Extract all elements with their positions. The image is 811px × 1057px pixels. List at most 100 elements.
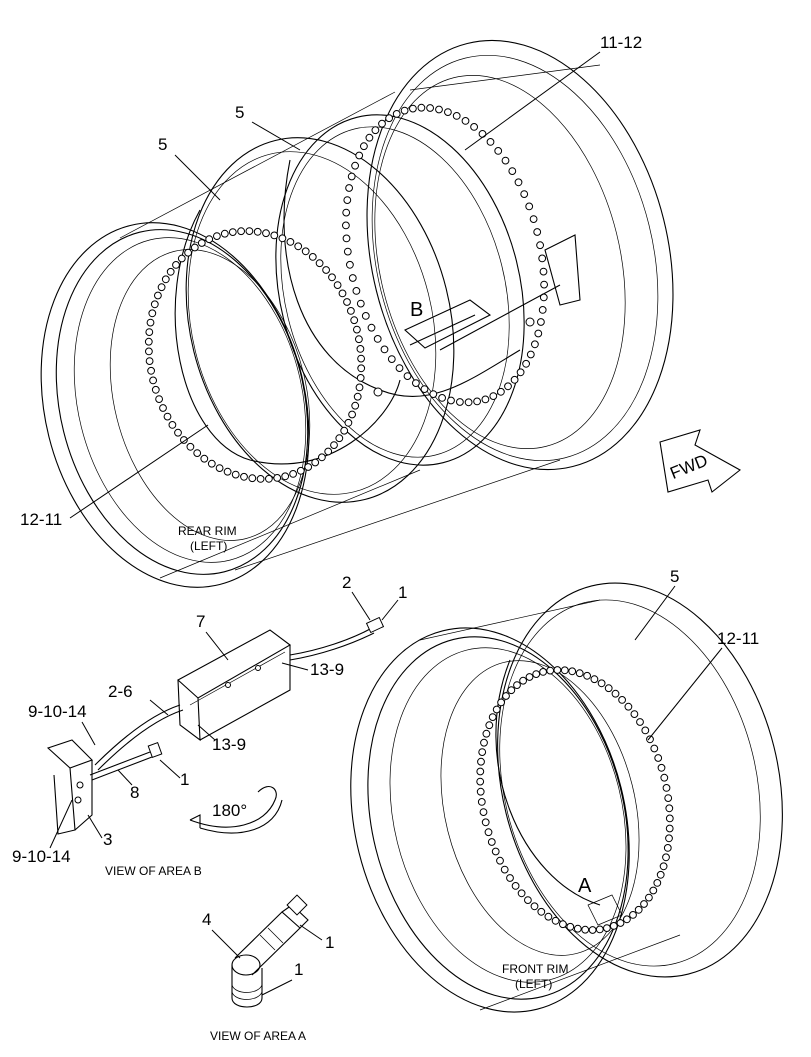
- wheel-stud: [231, 470, 240, 479]
- wheel-stud: [478, 130, 487, 138]
- wheel-stud: [456, 398, 464, 406]
- wheel-stud: [507, 686, 516, 695]
- wheel-stud: [356, 345, 365, 353]
- wheel-stud: [520, 190, 529, 199]
- wheel-stud: [347, 307, 355, 315]
- wheel-stud: [166, 267, 175, 276]
- wheel-stud: [373, 335, 382, 343]
- wheel-stud: [149, 376, 158, 385]
- callout-1-a-top: 1: [325, 933, 334, 952]
- wheel-stud: [301, 247, 310, 256]
- wheel-stud: [513, 681, 521, 689]
- wheel-stud: [193, 449, 202, 458]
- rear-rim-label: REAR RIM: [178, 524, 237, 538]
- wheel-stud: [525, 202, 534, 211]
- wheel-stud: [403, 372, 412, 381]
- callout-1-top: 1: [398, 583, 407, 602]
- wheel-stud: [476, 777, 485, 786]
- wheel-stud: [340, 426, 349, 435]
- wheel-stud: [464, 398, 473, 407]
- wheel-stud: [522, 359, 530, 368]
- wheel-stud: [546, 666, 555, 675]
- wheel-stud: [484, 828, 493, 837]
- wheel-stud: [322, 266, 331, 274]
- wheel-stud: [154, 291, 162, 300]
- wheel-stud: [273, 474, 282, 482]
- wheel-stud: [624, 702, 633, 711]
- wheel-stud: [150, 300, 159, 309]
- wheel-stud: [559, 920, 567, 929]
- wheel-stud: [492, 705, 501, 714]
- wheel-stud: [367, 323, 376, 332]
- wheel-stud: [539, 267, 548, 276]
- callout-13-9-a: 13-9: [310, 660, 344, 679]
- wheel-stud: [533, 228, 542, 236]
- wheel-stud: [253, 227, 262, 236]
- wheel-stud: [491, 847, 500, 856]
- wheel-stud: [447, 396, 455, 405]
- wheel-stud: [595, 925, 604, 934]
- wheel-stud: [342, 221, 350, 230]
- wheel-stud: [328, 273, 336, 282]
- wheel-stud: [640, 900, 648, 908]
- wheel-stud: [159, 404, 167, 412]
- wheel-stud: [616, 919, 625, 927]
- forward-arrow-icon: FWD: [659, 429, 741, 493]
- wheel-stud: [223, 467, 232, 476]
- wheel-stud: [146, 318, 155, 327]
- wheel-stud: [347, 172, 356, 181]
- wheel-stud: [481, 818, 490, 827]
- wheel-stud: [200, 454, 209, 463]
- wheel-stud: [360, 142, 368, 151]
- callout-1-a-bottom: 1: [294, 960, 303, 979]
- wheel-stud: [476, 767, 485, 776]
- wheel-stud: [205, 235, 214, 244]
- wheel-stud: [296, 466, 305, 475]
- wheel-stud: [151, 385, 160, 394]
- wheel-stud: [177, 254, 186, 263]
- wheel-stud: [161, 275, 170, 284]
- wheel-stud: [477, 757, 485, 766]
- rear-rim-side-label: (LEFT): [190, 539, 227, 553]
- wheel-stud: [568, 667, 577, 676]
- wheel-stud: [659, 862, 668, 871]
- forward-label: FWD: [667, 451, 710, 483]
- wheel-stud: [355, 151, 364, 160]
- wheel-stud: [145, 357, 154, 366]
- wheel-stud: [508, 167, 517, 176]
- wheel-stud: [172, 261, 180, 269]
- wheel-stud: [540, 280, 548, 289]
- wheel-stud: [482, 729, 491, 738]
- wheel-stud: [342, 234, 351, 243]
- wheel-stud: [634, 905, 643, 914]
- wheel-stud: [538, 306, 547, 314]
- callout-2-6: 2-6: [108, 682, 133, 701]
- wheel-stud: [560, 666, 569, 675]
- wheel-stud: [343, 247, 352, 256]
- view-area-a: [231, 894, 309, 1008]
- wheel-stud: [145, 328, 154, 337]
- wheel-stud: [489, 392, 498, 401]
- wheel-stud: [147, 366, 156, 375]
- wheel-stud: [618, 696, 626, 704]
- wheel-stud: [345, 184, 354, 192]
- wheel-stud: [470, 123, 479, 131]
- callout-2: 2: [342, 573, 351, 592]
- wheel-stud: [155, 395, 164, 404]
- wheel-stud: [207, 459, 216, 468]
- stud-ring-front-rim: [476, 666, 674, 934]
- wheel-stud: [497, 387, 505, 396]
- wheel-stud: [380, 345, 389, 354]
- wheel-stud: [502, 692, 510, 700]
- wheel-stud: [338, 289, 347, 298]
- wheel-stud: [452, 112, 461, 120]
- wheel-stud: [344, 418, 353, 427]
- wheel-stud: [262, 229, 270, 238]
- wheel-stud: [487, 838, 496, 846]
- wheel-stud: [461, 117, 470, 125]
- wheel-stud: [500, 865, 509, 874]
- wheel-stud: [444, 108, 452, 116]
- wheel-stud: [510, 375, 519, 384]
- wheel-stud: [426, 104, 435, 112]
- wheel-stud: [553, 666, 562, 674]
